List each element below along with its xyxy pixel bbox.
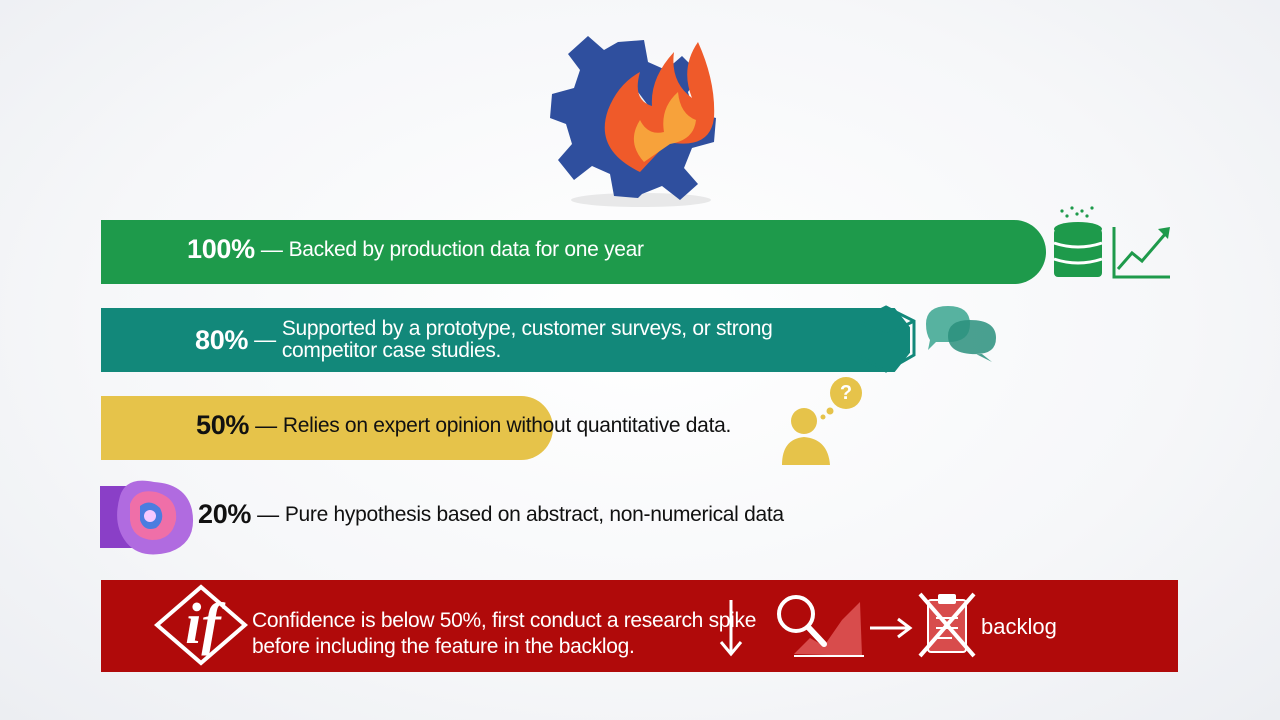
- tier-20-percent: 20%: [198, 499, 252, 529]
- tier-100-text: Backed by production data for one year: [288, 237, 644, 261]
- research-spike-banner: [101, 580, 1178, 672]
- banner-line2: before including the feature in the back…: [252, 635, 635, 658]
- tier-20-dash: —: [257, 501, 279, 527]
- prototype-cube-icon: [856, 305, 916, 373]
- tier-80-text-line2: competitor case studies.: [281, 339, 502, 362]
- if-symbol: if: [185, 591, 226, 656]
- tier-100-percent: 100%: [187, 234, 255, 264]
- database-growth-icon: [1053, 206, 1170, 279]
- banner-line1: Confidence is below 50%, first conduct a…: [252, 609, 757, 632]
- tier-80-percent: 80%: [195, 324, 249, 355]
- magnifier-chart-icon: [777, 595, 864, 657]
- tier-100-dash: —: [260, 236, 283, 262]
- banner-message: Confidence is below 50%, first conduct a…: [252, 608, 756, 660]
- tier-80-label: 80% — Supported by a prototype, customer…: [195, 318, 773, 362]
- tier-80-text-line1: Supported by a prototype, customer surve…: [281, 317, 773, 340]
- tier-80-bar: [101, 308, 876, 372]
- crossed-clipboard-icon: [918, 592, 976, 658]
- tier-100-bar: [101, 220, 1046, 284]
- tier-100-label: 100% — Backed by production data for one…: [187, 234, 644, 265]
- svg-text:?: ?: [840, 382, 852, 404]
- chat-bubbles-icon: [926, 306, 996, 362]
- if-diamond-icon: if: [154, 584, 248, 666]
- backlog-label: backlog: [981, 614, 1057, 639]
- tier-50-text: Relies on expert opinion without quantit…: [282, 413, 732, 437]
- gear-flame-logo-icon: [550, 36, 716, 207]
- down-arrow-icon: [719, 600, 743, 657]
- tier-20-text: Pure hypothesis based on abstract, non-n…: [284, 502, 784, 526]
- tier-50-bar: [101, 396, 553, 460]
- tier-50-label: 50% — Relies on expert opinion without q…: [196, 410, 731, 441]
- tier-20-label: 20% — Pure hypothesis based on abstract,…: [198, 499, 784, 530]
- abstract-blob-icon: [100, 480, 194, 555]
- tier-80-dash: —: [254, 327, 276, 352]
- right-arrow-icon: [870, 617, 913, 639]
- thinking-person-icon: ?: [782, 377, 862, 465]
- tier-50-percent: 50%: [196, 410, 250, 440]
- tier-50-dash: —: [255, 412, 277, 438]
